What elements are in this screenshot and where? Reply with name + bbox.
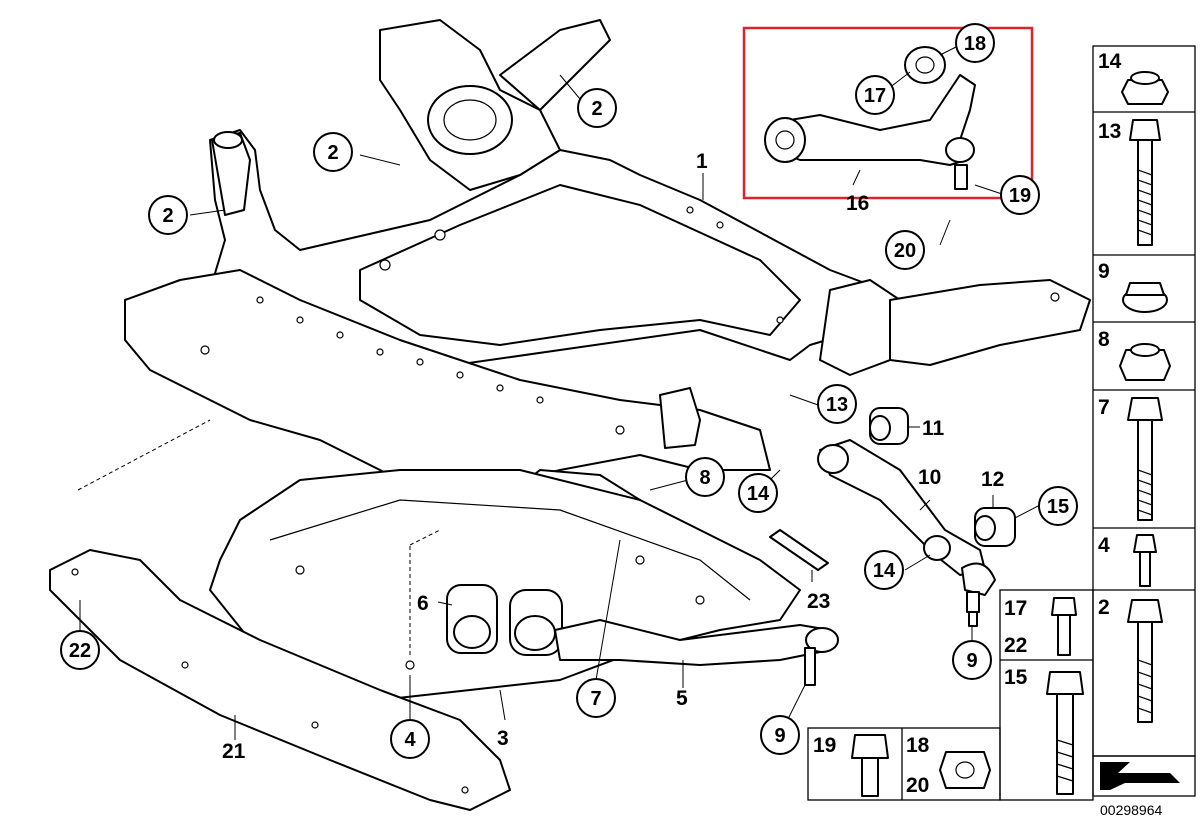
callout-15[interactable]: 15 — [1038, 486, 1078, 526]
svg-text:4: 4 — [1098, 534, 1110, 557]
callout-1[interactable]: 1 — [696, 150, 708, 173]
legend-item-8[interactable]: 8 — [1098, 328, 1171, 381]
highlight-frame — [742, 26, 1034, 200]
svg-text:16: 16 — [846, 192, 869, 215]
callout-18[interactable]: 18 — [955, 23, 995, 63]
callout-6[interactable]: 6 — [417, 592, 429, 615]
callout-17[interactable]: 17 — [855, 75, 895, 115]
callout-13[interactable]: 13 — [817, 384, 857, 424]
svg-text:9: 9 — [1098, 260, 1110, 283]
svg-text:3: 3 — [497, 727, 509, 750]
legend-item-18-20[interactable]: 18 20 — [906, 734, 991, 797]
svg-text:9: 9 — [966, 650, 977, 672]
legend-item-9[interactable]: 9 — [1098, 260, 1168, 313]
legend-item-17-22[interactable]: 17 22 — [1004, 597, 1077, 657]
svg-text:18: 18 — [906, 734, 930, 757]
callout-4[interactable]: 4 — [390, 719, 430, 759]
svg-text:14: 14 — [873, 560, 896, 582]
svg-text:9: 9 — [774, 725, 785, 747]
callout-11[interactable]: 11 — [922, 417, 945, 440]
svg-text:7: 7 — [590, 688, 601, 710]
callout-16[interactable]: 16 — [846, 192, 869, 215]
legend-item-4[interactable]: 4 — [1098, 534, 1157, 587]
bushing-12 — [974, 507, 1016, 547]
svg-text:8: 8 — [699, 467, 710, 489]
svg-text:15: 15 — [1004, 666, 1028, 689]
wishbone-arm — [554, 619, 839, 686]
legend-item-19[interactable]: 19 — [813, 734, 889, 797]
callout-19[interactable]: 19 — [1000, 175, 1040, 215]
svg-text:17: 17 — [1004, 597, 1027, 620]
orientation-arrow-icon — [1092, 755, 1196, 797]
callout-2-upper-left[interactable]: 2 — [313, 132, 353, 172]
svg-text:22: 22 — [1004, 634, 1027, 657]
svg-text:13: 13 — [826, 394, 848, 416]
callout-7[interactable]: 7 — [576, 678, 616, 718]
callout-14-center[interactable]: 14 — [738, 473, 778, 513]
upper-control-arm — [764, 46, 976, 190]
callout-12[interactable]: 12 — [981, 468, 1004, 491]
legend-item-7[interactable]: 7 — [1098, 396, 1163, 521]
bushing-11 — [869, 407, 909, 445]
svg-text:00298964: 00298964 — [1100, 802, 1163, 818]
svg-text:14: 14 — [1098, 50, 1122, 73]
svg-text:17: 17 — [864, 85, 886, 107]
tension-strut — [817, 439, 996, 627]
callout-20[interactable]: 20 — [885, 230, 925, 270]
callout-10[interactable]: 10 — [918, 466, 941, 489]
svg-text:11: 11 — [922, 417, 945, 440]
svg-text:6: 6 — [417, 592, 429, 615]
svg-text:22: 22 — [69, 640, 91, 662]
legend-item-13[interactable]: 13 — [1098, 119, 1161, 246]
svg-text:23: 23 — [807, 590, 830, 613]
callout-23[interactable]: 23 — [807, 590, 830, 613]
svg-text:18: 18 — [964, 33, 986, 55]
svg-text:19: 19 — [813, 734, 836, 757]
svg-text:7: 7 — [1098, 396, 1110, 419]
bar-23 — [769, 529, 829, 571]
svg-text:10: 10 — [918, 466, 941, 489]
callout-9-right[interactable]: 9 — [952, 640, 992, 680]
rubber-mount-pair — [446, 584, 563, 656]
fastener-legend-right: 14 13 9 8 7 4 — [1092, 45, 1196, 797]
svg-text:20: 20 — [894, 240, 916, 262]
legend-item-2[interactable]: 2 — [1098, 596, 1163, 723]
svg-text:15: 15 — [1047, 496, 1069, 518]
callout-8[interactable]: 8 — [685, 457, 725, 497]
callout-5[interactable]: 5 — [676, 687, 688, 710]
svg-text:8: 8 — [1098, 328, 1110, 351]
callout-2-upper-right[interactable]: 2 — [577, 88, 617, 128]
svg-text:2: 2 — [162, 205, 173, 227]
legend-item-15[interactable]: 15 — [1004, 666, 1084, 795]
callout-21[interactable]: 21 — [222, 740, 246, 763]
svg-text:5: 5 — [676, 687, 688, 710]
catalog-number: 00298964 — [1100, 802, 1163, 818]
svg-text:2: 2 — [591, 98, 602, 120]
callout-9-lower[interactable]: 9 — [760, 715, 800, 755]
svg-text:12: 12 — [981, 468, 1004, 491]
svg-text:4: 4 — [404, 729, 416, 751]
svg-text:2: 2 — [1098, 596, 1110, 619]
svg-text:14: 14 — [747, 483, 770, 505]
legend-item-14[interactable]: 14 — [1098, 50, 1169, 105]
callout-2-left[interactable]: 2 — [148, 195, 188, 235]
fastener-legend-bottom: 17 22 15 19 18 20 — [807, 589, 1094, 801]
svg-text:19: 19 — [1009, 185, 1031, 207]
svg-text:20: 20 — [906, 774, 929, 797]
svg-text:1: 1 — [696, 150, 708, 173]
svg-text:2: 2 — [327, 142, 338, 164]
callout-22[interactable]: 22 — [60, 630, 100, 670]
svg-text:21: 21 — [222, 740, 246, 763]
svg-text:13: 13 — [1098, 120, 1121, 143]
callout-3[interactable]: 3 — [497, 727, 509, 750]
callout-14-right[interactable]: 14 — [864, 550, 904, 590]
